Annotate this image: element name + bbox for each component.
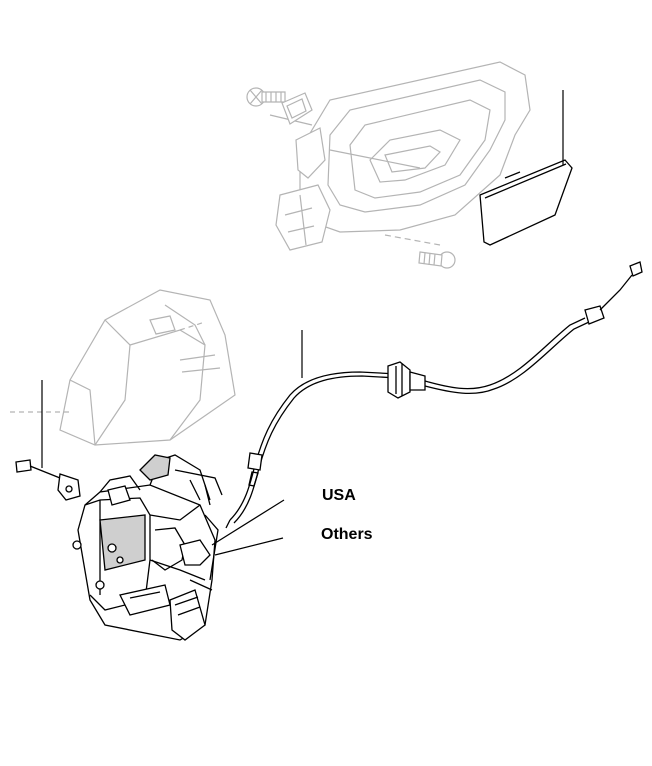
lock-body	[72, 454, 223, 641]
label-others: Others	[321, 526, 373, 543]
clip-upper-icon	[281, 92, 313, 125]
leader-usa	[211, 499, 285, 546]
interior-handle-assembly	[269, 61, 531, 251]
screw-upper-icon	[246, 87, 286, 107]
label-usa: USA	[322, 487, 356, 504]
lock-guard-bracket	[10, 289, 236, 446]
connector-plug-icon	[15, 459, 81, 501]
lever-cable	[225, 261, 643, 529]
trim-cover-icon	[479, 159, 573, 246]
leader-others	[214, 537, 284, 556]
screw-lower-icon	[418, 251, 456, 269]
